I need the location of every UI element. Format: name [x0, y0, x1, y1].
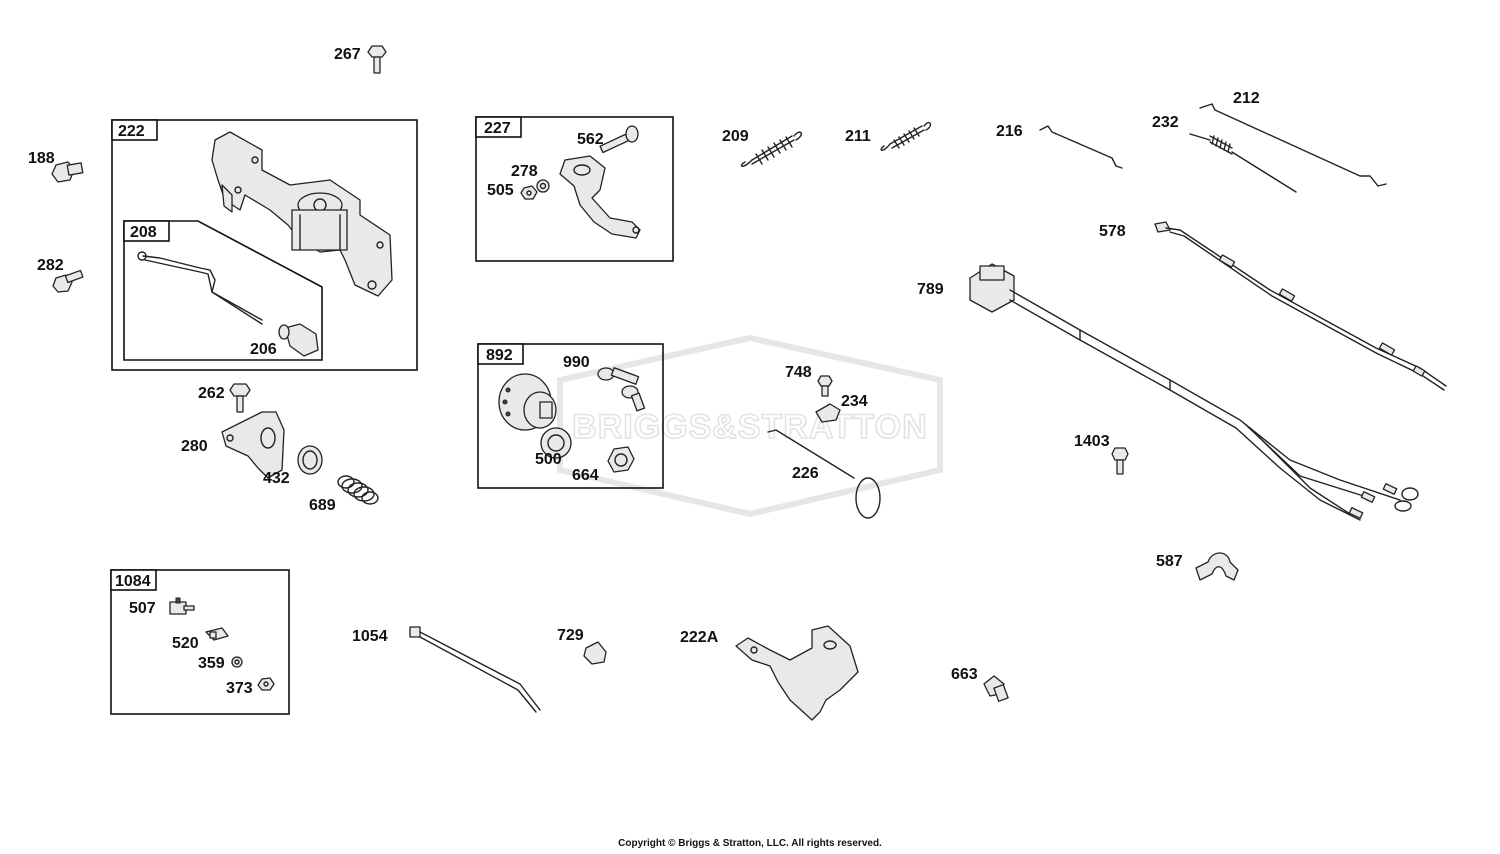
label-188: 188: [28, 150, 55, 167]
rod-216: 216: [996, 123, 1123, 169]
group-227-frame: [475, 116, 674, 262]
group-222: 222 208 206: [111, 119, 418, 371]
lever-bracket: [559, 155, 641, 239]
governor-bracket-assembly: [211, 131, 393, 297]
pin-562: [599, 125, 639, 154]
bolt-188: 188: [28, 150, 84, 183]
label-748: 748: [785, 364, 812, 381]
cable-tie-1054: 1054: [352, 626, 541, 713]
rod-212: 212: [1199, 90, 1387, 187]
label-500: 500: [535, 451, 562, 468]
label-282: 282: [37, 257, 64, 274]
copyright-notice: Copyright © Briggs & Stratton, LLC. All …: [618, 838, 882, 849]
cable-578: 578: [1099, 221, 1447, 391]
connector-729: 729: [557, 627, 607, 665]
nut-373: [257, 677, 275, 691]
label-211: 211: [845, 128, 871, 145]
label-232: 232: [1152, 114, 1179, 131]
label-432: 432: [263, 470, 290, 487]
washer-278: [536, 179, 550, 193]
clip-234: 234: [815, 393, 868, 423]
label-359: 359: [198, 655, 225, 672]
group-892-label: 892: [486, 347, 513, 364]
clamp-587: 587: [1156, 552, 1239, 581]
group-892-tag: [477, 343, 524, 365]
brand-watermark: BRIGGS&STRATTON: [557, 334, 943, 518]
rod-226: 226: [767, 429, 881, 519]
group-892: 892 990 500 664: [477, 343, 664, 489]
label-507: 507: [129, 600, 156, 617]
bolt-282: 282: [37, 257, 84, 293]
label-234: 234: [841, 393, 868, 410]
lock-washer-500: [540, 427, 572, 459]
group-1084-label: 1084: [115, 573, 151, 590]
label-578: 578: [1099, 223, 1126, 240]
group-208-frame: [123, 220, 323, 361]
bracket-280: 280: [181, 411, 285, 479]
group-208-tag: [123, 220, 170, 242]
group-1084-tag: [110, 569, 157, 591]
bracket-222A: 222A: [680, 625, 859, 721]
ignition-switch: [498, 373, 557, 431]
key-990: [597, 367, 646, 412]
group-227: 227 562 278 505: [475, 116, 674, 262]
ring-432: 432: [263, 445, 323, 487]
watermark-text: BRIGGS&STRATTON: [572, 408, 928, 446]
label-729: 729: [557, 627, 584, 644]
washer-359: [231, 656, 243, 668]
label-209: 209: [722, 128, 749, 145]
label-990: 990: [563, 354, 590, 371]
label-373: 373: [226, 680, 253, 697]
group-892-frame: [477, 343, 664, 489]
group-222-tag: [111, 119, 158, 141]
screw-1403: 1403: [1074, 433, 1129, 475]
label-663: 663: [951, 666, 978, 683]
label-664: 664: [572, 467, 599, 484]
label-226: 226: [792, 465, 819, 482]
label-216: 216: [996, 123, 1023, 140]
screw-663: 663: [951, 666, 1009, 702]
label-587: 587: [1156, 553, 1183, 570]
switch-507: [169, 597, 195, 615]
spring-209: 209: [722, 128, 803, 167]
wire-harness-789: 789: [917, 263, 1419, 521]
group-208: 208 206: [123, 220, 323, 361]
group-1084-frame: [110, 569, 290, 715]
group-227-tag: [475, 116, 522, 138]
label-689: 689: [309, 497, 336, 514]
group-1084: 1084 507 520 359 373: [110, 569, 290, 715]
group-227-label: 227: [484, 120, 511, 137]
knob-206: [278, 323, 319, 357]
group-222-label: 222: [118, 123, 145, 140]
label-1054: 1054: [352, 628, 388, 645]
group-208-label: 208: [130, 224, 157, 241]
screw-262: 262: [198, 383, 251, 413]
label-206: 206: [250, 341, 277, 358]
label-280: 280: [181, 438, 208, 455]
label-520: 520: [172, 635, 199, 652]
label-1403: 1403: [1074, 433, 1110, 450]
spring-232: 232: [1152, 114, 1297, 193]
label-222A: 222A: [680, 629, 719, 646]
label-789: 789: [917, 281, 944, 298]
label-562: 562: [577, 131, 604, 148]
screw-267: 267: [334, 45, 387, 74]
governor-rod: [142, 255, 263, 321]
spring-211: 211: [845, 121, 932, 151]
label-278: 278: [511, 163, 538, 180]
nut-664: [607, 446, 635, 473]
screw-748: 748: [785, 364, 833, 397]
nut-505: [520, 185, 538, 200]
bracket-520: [205, 627, 229, 641]
group-222-frame: [111, 119, 418, 371]
label-212: 212: [1233, 90, 1260, 107]
label-267: 267: [334, 46, 361, 63]
label-262: 262: [198, 385, 225, 402]
spring-689: 689: [309, 475, 379, 514]
label-505: 505: [487, 182, 514, 199]
